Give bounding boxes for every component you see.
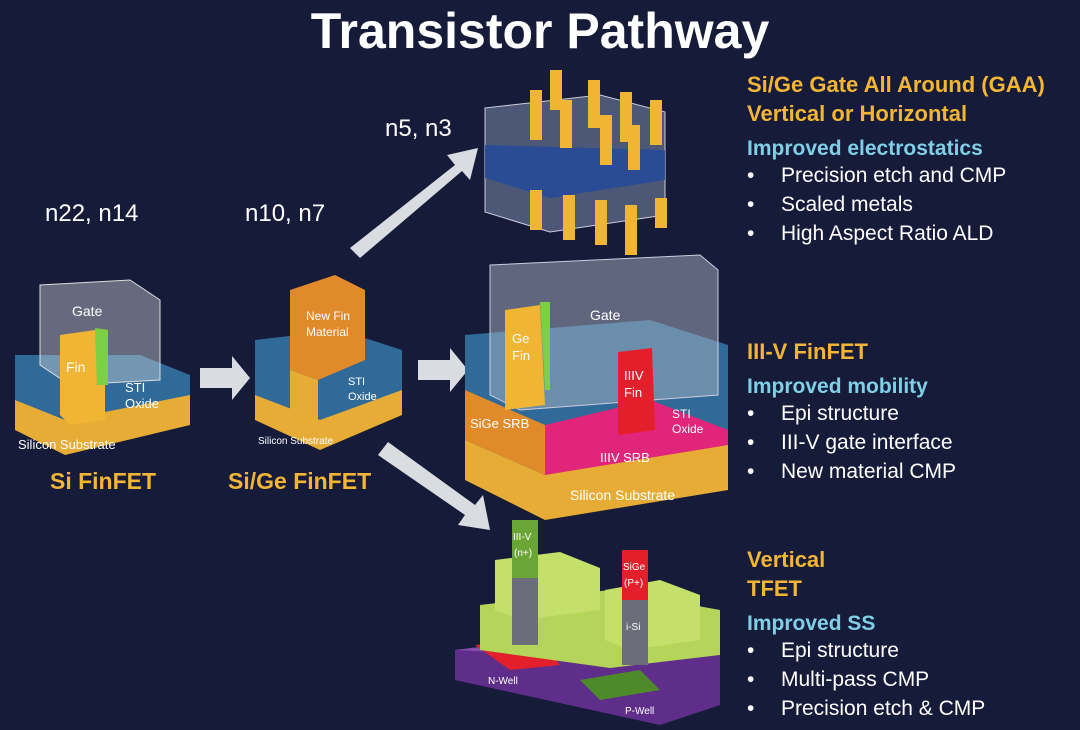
bullet-list: Epi structure III-V gate interface New m… <box>747 399 956 486</box>
oxide-label: Oxide <box>672 422 704 436</box>
panel-heading: Si/Ge Gate All Around (GAA) <box>747 72 1045 97</box>
caption-sige-finfet: Si/Ge FinFET <box>228 468 372 494</box>
bullet-item: Epi structure <box>747 399 956 428</box>
bullet-item: III-V gate interface <box>747 428 956 457</box>
panel-subheading: Improved SS <box>747 612 876 635</box>
panel-iiiv-finfet: III-V FinFET Improved mobility Epi struc… <box>747 337 956 486</box>
bullet-item: Epi structure <box>747 636 985 665</box>
arrow-icon <box>418 348 468 392</box>
panel-heading: Vertical <box>747 547 826 572</box>
pwell-label: P-Well <box>625 706 654 717</box>
nwell-label: N-Well <box>488 676 518 687</box>
iiiv-label: IIIV <box>624 368 644 383</box>
bullet-item: Multi-pass CMP <box>747 665 985 694</box>
panel-subheading: Improved mobility <box>747 375 928 398</box>
isi-label: i-Si <box>626 622 640 633</box>
arrow-icon <box>200 356 250 400</box>
panel-heading: Vertical or Horizontal <box>747 101 968 126</box>
substrate-label: Silicon Substrate <box>570 487 675 503</box>
page-title: Transistor Pathway <box>310 3 770 59</box>
bullet-item: New material CMP <box>747 457 956 486</box>
sige-srb-label: SiGe SRB <box>470 416 529 431</box>
substrate-label: Silicon Substrate <box>258 436 333 447</box>
panel-subheading: Improved electrostatics <box>747 137 983 160</box>
bullet-item: Precision etch and CMP <box>747 161 1045 190</box>
gaa-illustration <box>484 70 667 255</box>
iiiv-srb-label: IIIV SRB <box>600 450 650 465</box>
bullet-list: Epi structure Multi-pass CMP Precision e… <box>747 636 985 723</box>
oxide-label: Oxide <box>125 396 159 411</box>
sti-label: STI <box>672 407 691 421</box>
fin-label: Fin <box>66 359 85 375</box>
bullet-item: Scaled metals <box>747 190 1045 219</box>
tfet-illustration: III-V (n+) SiGe (P+) i-Si N-Well P-Well <box>455 520 720 725</box>
new-fin-label: New Fin <box>306 309 350 323</box>
bullet-list: Precision etch and CMP Scaled metals Hig… <box>747 161 1045 248</box>
iiiv-fin-label: Fin <box>624 385 642 400</box>
iiiv-label: III-V <box>513 532 532 543</box>
sige-finfet-illustration: New Fin Material STI Oxide Silicon Subst… <box>255 275 402 450</box>
gate-label: Gate <box>72 303 103 319</box>
sti-label: STI <box>125 380 145 395</box>
ge-fin-label: Fin <box>512 348 530 363</box>
arrow-icon <box>350 148 478 258</box>
substrate-label: Silicon Substrate <box>18 437 116 452</box>
panel-tfet: Vertical TFET Improved SS Epi structure … <box>747 545 985 723</box>
iiiv-finfet-illustration: Ge Fin Gate IIIV Fin SiGe SRB IIIV SRB S… <box>465 254 728 520</box>
material-label: Material <box>306 325 349 339</box>
bullet-item: High Aspect Ratio ALD <box>747 219 1045 248</box>
oxide-label: Oxide <box>348 391 377 403</box>
p-plus-label: (P+) <box>624 578 643 589</box>
caption-si-finfet: Si FinFET <box>50 468 157 494</box>
node-label-n5: n5, n3 <box>385 115 452 142</box>
node-label-n10: n10, n7 <box>245 200 326 227</box>
arrow-icons <box>200 148 490 530</box>
sige-label: SiGe <box>623 562 646 573</box>
sti-label: STI <box>348 376 365 388</box>
node-label-n22: n22, n14 <box>45 200 139 227</box>
bullet-item: Precision etch & CMP <box>747 694 985 723</box>
panel-gaa: Si/Ge Gate All Around (GAA) Vertical or … <box>747 70 1045 248</box>
gate-label: Gate <box>590 307 621 323</box>
arrow-icon <box>378 442 490 530</box>
ge-label: Ge <box>512 331 529 346</box>
n-plus-label: (n+) <box>514 548 532 559</box>
panel-heading: III-V FinFET <box>747 339 868 364</box>
panel-heading: TFET <box>747 576 802 601</box>
si-finfet-illustration: Gate Fin STI Oxide Silicon Substrate <box>15 279 190 455</box>
